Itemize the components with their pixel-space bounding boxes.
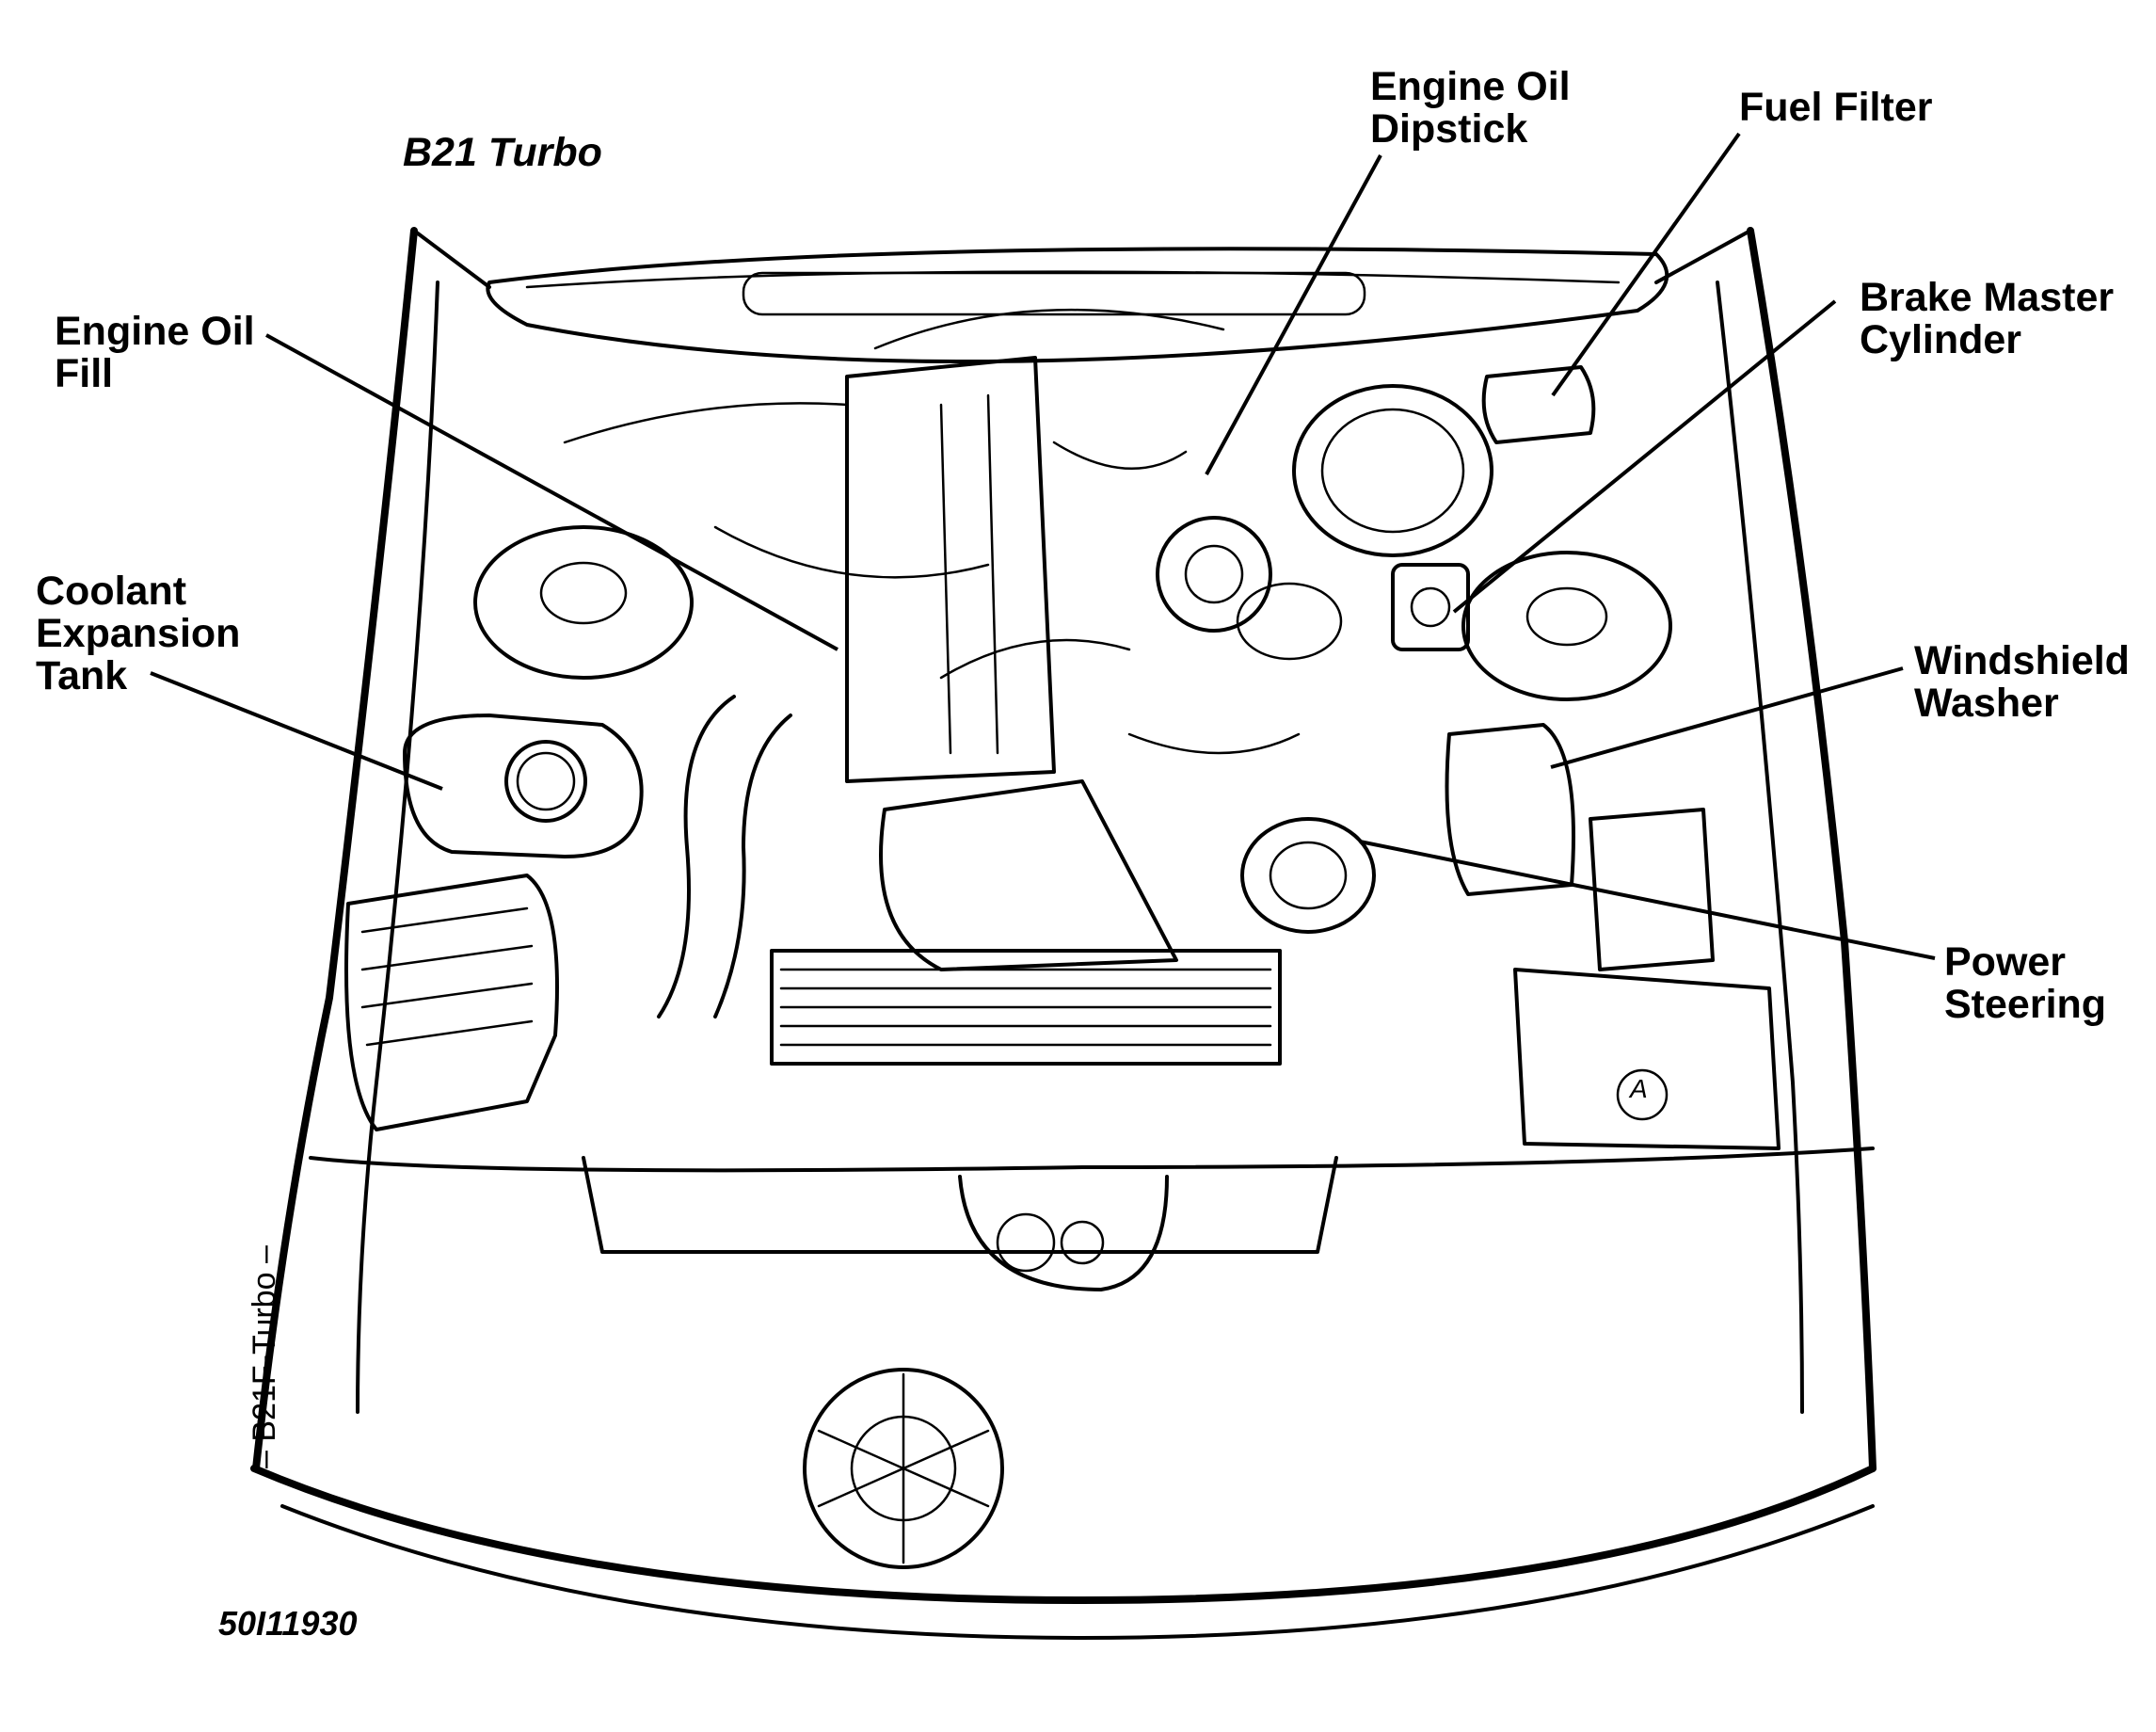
power-steering-pump: [1240, 817, 1376, 934]
leader-windshield-washer: [1550, 666, 1904, 769]
leader-engine-oil-fill: [265, 333, 838, 651]
label-fuel-filter: Fuel Filter: [1739, 85, 1933, 130]
label-engine-oil-fill: Engine Oil Fill: [55, 309, 255, 396]
label-power-steering: Power Steering: [1944, 939, 2107, 1027]
leader-power-steering: [1359, 840, 1936, 960]
leader-fuel-filter: [1551, 132, 1741, 397]
label-engine-oil-dipstick: Engine Oil Dipstick: [1370, 64, 1571, 152]
label-brake-master-cylinder: Brake Master Cylinder: [1860, 275, 2115, 362]
coolant-expansion-tank: [403, 714, 644, 858]
air-filter-housing: [344, 874, 559, 1131]
cooling-fan: [803, 1368, 1004, 1569]
engine-block: [845, 356, 1178, 971]
right-strut-tower: [1461, 551, 1672, 701]
fuel-filter: [1481, 365, 1596, 444]
figure-id: 50I11930: [218, 1604, 358, 1643]
hood-vents: [742, 271, 1366, 316]
side-marking: – B21F-Turbo –: [247, 1245, 282, 1468]
intercooler: [770, 949, 1282, 1066]
diagram-title: B21 Turbo: [403, 130, 602, 175]
leader-brake-master-cylinder: [1452, 299, 1837, 614]
windshield-washer-reservoir: [1445, 723, 1575, 896]
turbocharger: [1156, 516, 1343, 661]
label-windshield-washer: Windshield Washer: [1914, 638, 2130, 726]
brake-booster: [1292, 384, 1493, 557]
label-coolant-expansion-tank: Coolant Expansion Tank: [36, 569, 241, 698]
brake-master-cylinder: [1391, 563, 1470, 651]
leader-engine-oil-dipstick: [1205, 154, 1382, 475]
component-marker-a: A: [1630, 1074, 1648, 1103]
callout-leader-lines: [150, 132, 1936, 960]
relay-box: [1513, 968, 1781, 1150]
battery: [1589, 808, 1715, 971]
left-strut-tower: [473, 525, 694, 680]
leader-coolant-expansion-tank: [150, 671, 443, 791]
